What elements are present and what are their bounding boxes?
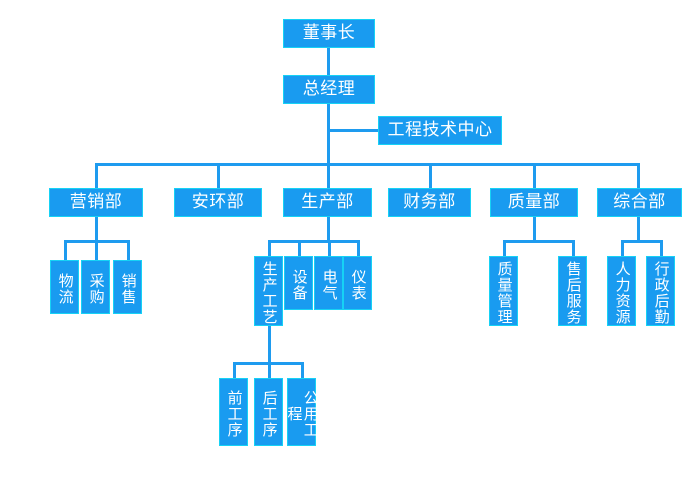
connector-drop-marketing: [95, 163, 98, 189]
node-general-manager[interactable]: 总经理: [283, 75, 375, 104]
connector-drop-procurement: [95, 240, 98, 261]
connector-drop-instrumentation: [357, 240, 360, 257]
node-engineering-technology-center[interactable]: 工程技术中心: [378, 116, 502, 145]
node-procurement[interactable]: 采购: [81, 260, 110, 314]
connector-drop-after-sales: [572, 240, 575, 257]
node-front-process[interactable]: 前工序: [219, 378, 248, 446]
node-marketing-department[interactable]: 营销部: [49, 188, 143, 217]
node-sales[interactable]: 销售: [113, 260, 142, 314]
connector-quality-bus: [503, 240, 575, 243]
node-quality-management[interactable]: 质量管理: [489, 256, 518, 326]
connector-chairman-to-gm: [327, 47, 330, 75]
node-chairman[interactable]: 董事长: [283, 19, 375, 48]
node-production-department[interactable]: 生产部: [283, 188, 372, 217]
connector-drop-general-affairs: [637, 163, 640, 189]
connector-drop-production-process: [268, 240, 271, 257]
node-finance-department[interactable]: 财务部: [388, 188, 471, 217]
connector-drop-utility-engineering: [301, 362, 304, 379]
node-after-sales-service[interactable]: 售后服务: [558, 256, 587, 326]
connector-quality-stem: [533, 216, 536, 242]
connector-general-affairs-bus: [621, 240, 663, 243]
connector-drop-finance: [429, 163, 432, 189]
node-utility-engineering[interactable]: 公用工程: [286, 378, 319, 446]
connector-gm-to-engineering-center: [327, 129, 379, 132]
connector-general-affairs-stem: [637, 216, 640, 242]
node-instrumentation[interactable]: 仪表: [343, 256, 372, 310]
connector-drop-safety-env: [217, 163, 220, 189]
node-human-resources[interactable]: 人力资源: [607, 256, 636, 326]
connector-drop-quality: [533, 163, 536, 189]
connector-department-bus: [95, 163, 638, 166]
connector-drop-back-process: [268, 362, 271, 379]
connector-drop-electrical: [328, 240, 331, 257]
connector-drop-equipment: [298, 240, 301, 257]
node-equipment[interactable]: 设备: [284, 256, 313, 310]
node-electrical[interactable]: 电气: [314, 256, 343, 310]
connector-drop-admin-logistics: [660, 240, 663, 257]
connector-drop-logistics: [64, 240, 67, 261]
connector-marketing-stem: [95, 216, 98, 242]
connector-production-bus: [268, 240, 360, 243]
connector-drop-human-resources: [621, 240, 624, 257]
connector-drop-quality-management: [503, 240, 506, 257]
node-safety-environment-department[interactable]: 安环部: [174, 188, 262, 217]
connector-gm-trunk: [327, 103, 330, 165]
node-production-process[interactable]: 生产工艺: [254, 256, 283, 326]
connector-drop-front-process: [233, 362, 236, 379]
connector-drop-sales: [127, 240, 130, 261]
node-general-affairs-department[interactable]: 综合部: [597, 188, 682, 217]
connector-production-process-stem: [268, 325, 271, 362]
node-logistics[interactable]: 物流: [50, 260, 79, 314]
node-back-process[interactable]: 后工序: [254, 378, 283, 446]
node-admin-logistics[interactable]: 行政后勤: [646, 256, 675, 326]
node-quality-department[interactable]: 质量部: [490, 188, 578, 217]
connector-production-stem: [327, 216, 330, 242]
connector-drop-production: [327, 163, 330, 189]
